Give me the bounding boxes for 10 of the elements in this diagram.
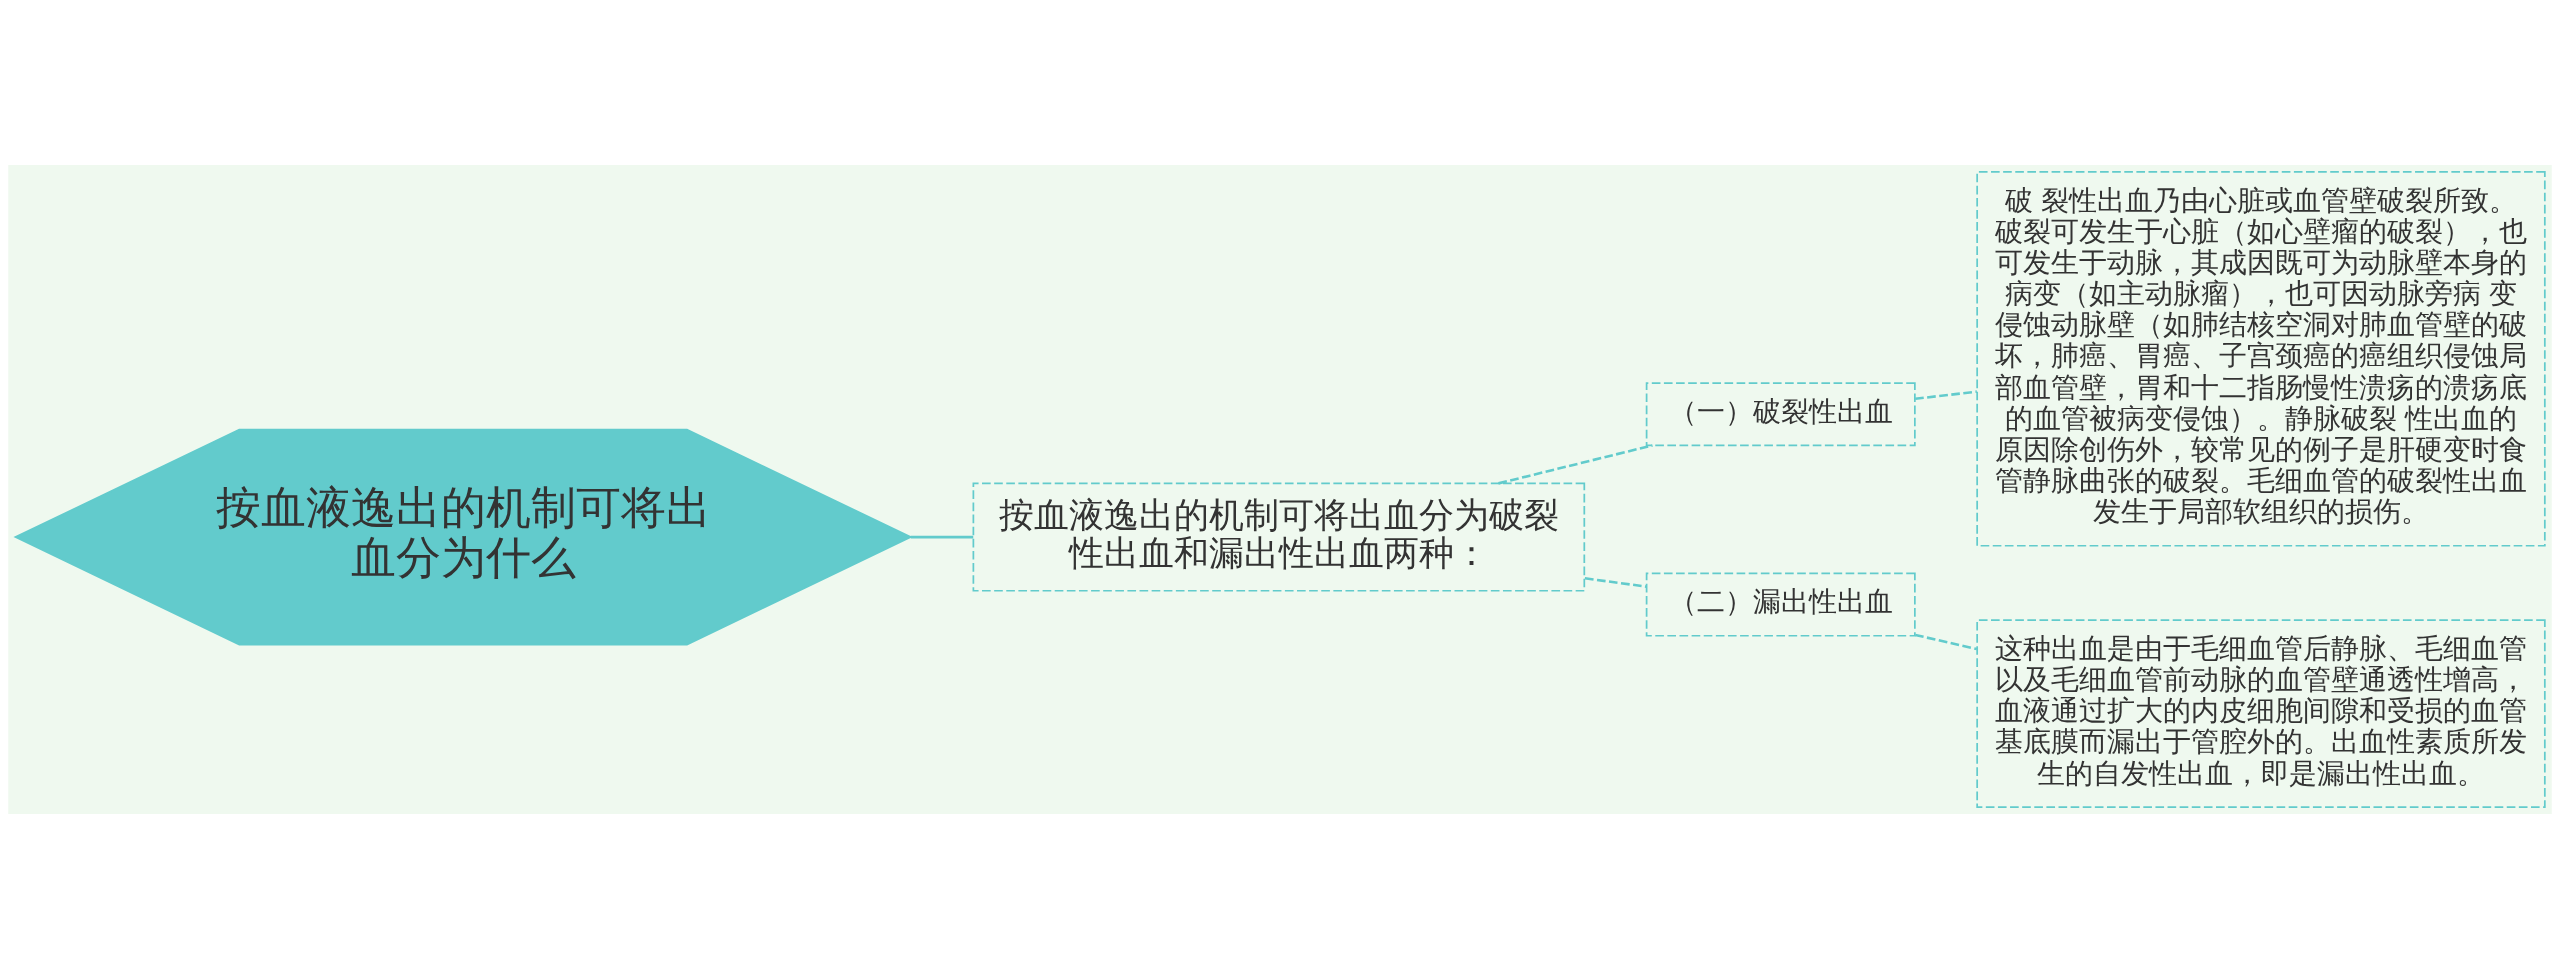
node-box: 按血液逸出的机制可将出血分为破裂性出血和漏出性出血两种：	[972, 482, 1586, 592]
node-box: 破 裂性出血乃由心脏或血管壁破裂所致。破裂可发生于心脏（如心壁瘤的破裂），也可发生于动脉，其成因既可为动脉壁本身的病变（如主动脉瘤），也可因动脉旁病 变侵蚀动脉壁（如肺结核空洞对肺血管壁的破坏，肺癌、胃癌、子宫颈癌的癌组织侵蚀局部血管壁，胃和十二指肠慢性溃疡的溃疡底的血管被病变侵蚀）。静脉破裂 性出血的原因除创伤外，较常见的例子是肝硬变时食管静脉曲张的破裂。毛细血管的破裂性出血发生于局部软组织的损伤。	[1976, 170, 2546, 547]
node-box: 这种出血是由于毛细血管后静脉、毛细血管以及毛细血管前动脉的血管壁通透性增高，血液通过扩大的内皮细胞间隙和受损的血管基底膜而漏出于管腔外的。出血性素质所发生的自发性出血，即是漏出性出血。	[1976, 618, 2546, 808]
connector	[1584, 576, 1647, 588]
connector	[1498, 443, 1653, 485]
connector	[1915, 389, 1977, 400]
node-box: （一）破裂性出血	[1645, 381, 1916, 446]
node-box: （二）漏出性出血	[1645, 572, 1916, 637]
connector	[1915, 633, 1978, 650]
connector	[910, 535, 974, 538]
